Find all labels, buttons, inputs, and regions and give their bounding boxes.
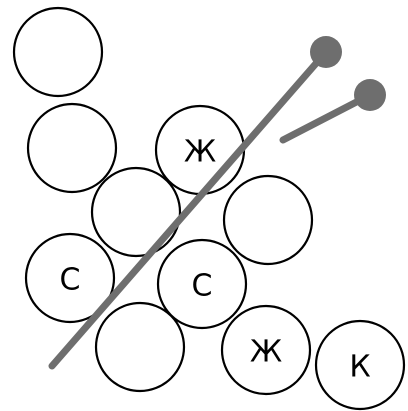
cue-tip-icon xyxy=(310,36,342,68)
ball xyxy=(222,174,314,266)
ball-with-letter: С xyxy=(156,238,248,330)
svg-text:К: К xyxy=(349,350,370,385)
ball-with-letter: К xyxy=(314,319,406,411)
svg-text:С: С xyxy=(60,263,81,298)
ball-with-letter: Ж xyxy=(154,104,246,196)
ball xyxy=(94,301,186,393)
svg-text:С: С xyxy=(192,269,213,304)
ball xyxy=(12,6,104,98)
svg-text:Ж: Ж xyxy=(184,135,216,170)
cue-tip-icon xyxy=(354,79,386,111)
cue-stick-branch xyxy=(279,91,374,144)
svg-text:Ж: Ж xyxy=(250,335,282,370)
cue-stick-main xyxy=(48,48,330,370)
ball-with-letter: С xyxy=(24,232,116,324)
ball xyxy=(90,166,182,258)
ball xyxy=(26,102,118,194)
cue-sticks xyxy=(48,36,386,370)
ball-with-letter: Ж xyxy=(220,304,312,396)
